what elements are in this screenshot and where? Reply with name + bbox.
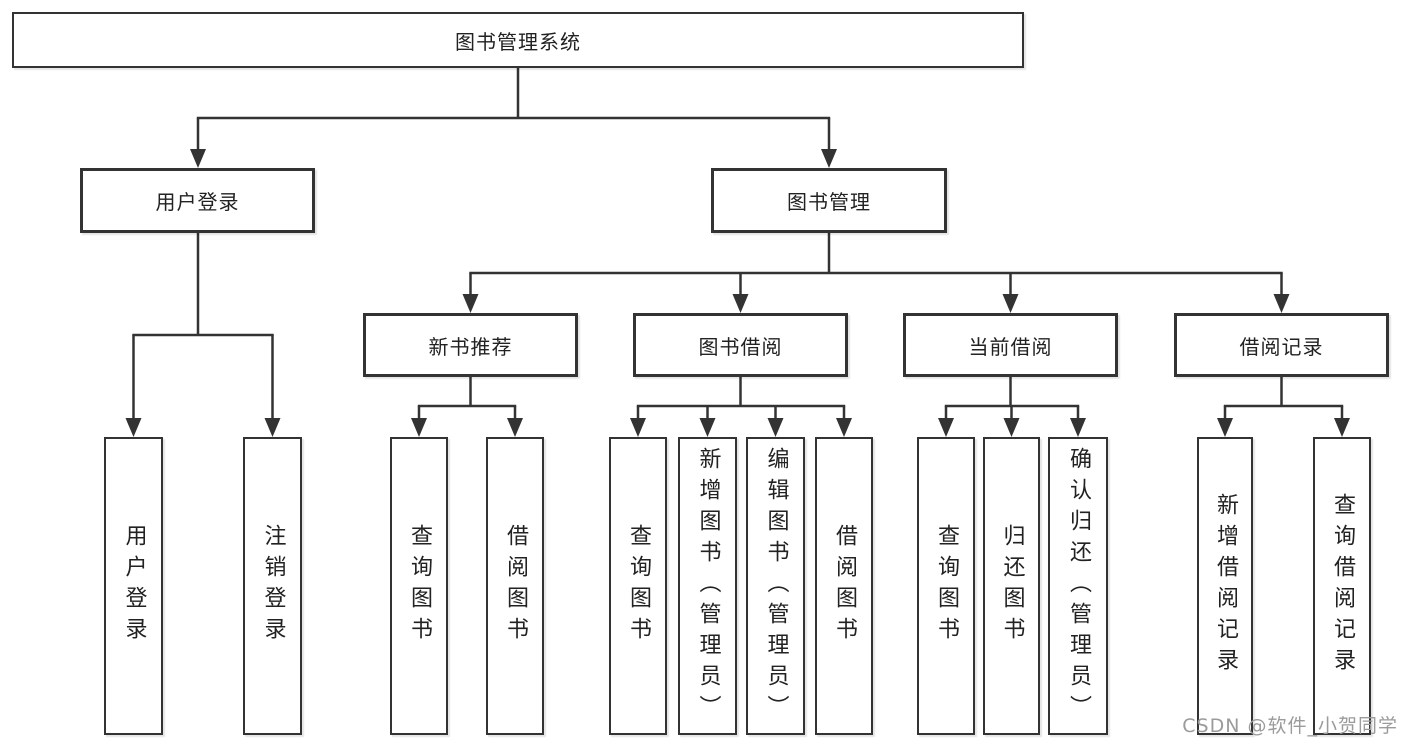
leaf-query-borrow-record: 查询借阅记录	[1313, 437, 1371, 735]
leaf-newbook-borrow-books-label: 借阅图书	[503, 524, 528, 648]
leaf-confirm-return-admin-label: 确认归还（管理员）	[1066, 446, 1091, 726]
leaf-current-query-books: 查询图书	[917, 437, 975, 735]
leaf-logout-label: 注销登录	[260, 524, 286, 648]
node-book-borrow-label: 图书借阅	[698, 334, 783, 359]
leaf-edit-book-admin: 编辑图书（管理员）	[746, 437, 805, 735]
node-root-system-label: 图书管理系统	[455, 29, 581, 54]
node-book-management: 图书管理	[711, 168, 947, 233]
leaf-confirm-return-admin: 确认归还（管理员）	[1048, 437, 1108, 735]
node-current-borrow: 当前借阅	[903, 313, 1118, 377]
node-user-login: 用户登录	[80, 168, 315, 233]
leaf-user-login-label: 用户登录	[121, 524, 147, 648]
leaf-logout: 注销登录	[243, 437, 302, 735]
node-new-book-recommend-label: 新书推荐	[428, 334, 513, 359]
leaf-add-book-admin: 新增图书（管理员）	[678, 437, 737, 735]
leaf-current-query-books-label: 查询图书	[934, 524, 959, 648]
leaf-user-login: 用户登录	[104, 437, 163, 735]
leaf-add-borrow-record: 新增借阅记录	[1197, 437, 1253, 735]
watermark: CSDN @软件_小贺同学	[1182, 715, 1398, 737]
leaf-edit-book-admin-label: 编辑图书（管理员）	[763, 446, 789, 726]
leaf-return-books: 归还图书	[983, 437, 1040, 735]
node-borrow-records-label: 借阅记录	[1239, 334, 1324, 359]
leaf-newbook-borrow-books: 借阅图书	[486, 437, 544, 735]
node-new-book-recommend: 新书推荐	[363, 313, 578, 377]
leaf-newbook-query-books: 查询图书	[390, 437, 448, 735]
leaf-return-books-label: 归还图书	[999, 524, 1025, 648]
node-current-borrow-label: 当前借阅	[968, 334, 1053, 359]
leaf-add-borrow-record-label: 新增借阅记录	[1213, 493, 1238, 679]
node-user-login-label: 用户登录	[155, 190, 240, 214]
leaf-query-borrow-record-label: 查询借阅记录	[1330, 493, 1355, 679]
node-borrow-records: 借阅记录	[1174, 313, 1389, 377]
node-book-management-label: 图书管理	[787, 190, 871, 214]
leaf-borrow-borrow-books: 借阅图书	[815, 437, 873, 735]
leaf-borrow-query-books: 查询图书	[609, 437, 667, 735]
leaf-borrow-query-books-label: 查询图书	[626, 524, 651, 648]
leaf-add-book-admin-label: 新增图书（管理员）	[695, 446, 721, 726]
node-root-system: 图书管理系统	[12, 12, 1024, 68]
node-book-borrow: 图书借阅	[633, 313, 848, 377]
leaf-borrow-borrow-books-label: 借阅图书	[832, 524, 857, 648]
leaf-newbook-query-books-label: 查询图书	[407, 524, 432, 648]
